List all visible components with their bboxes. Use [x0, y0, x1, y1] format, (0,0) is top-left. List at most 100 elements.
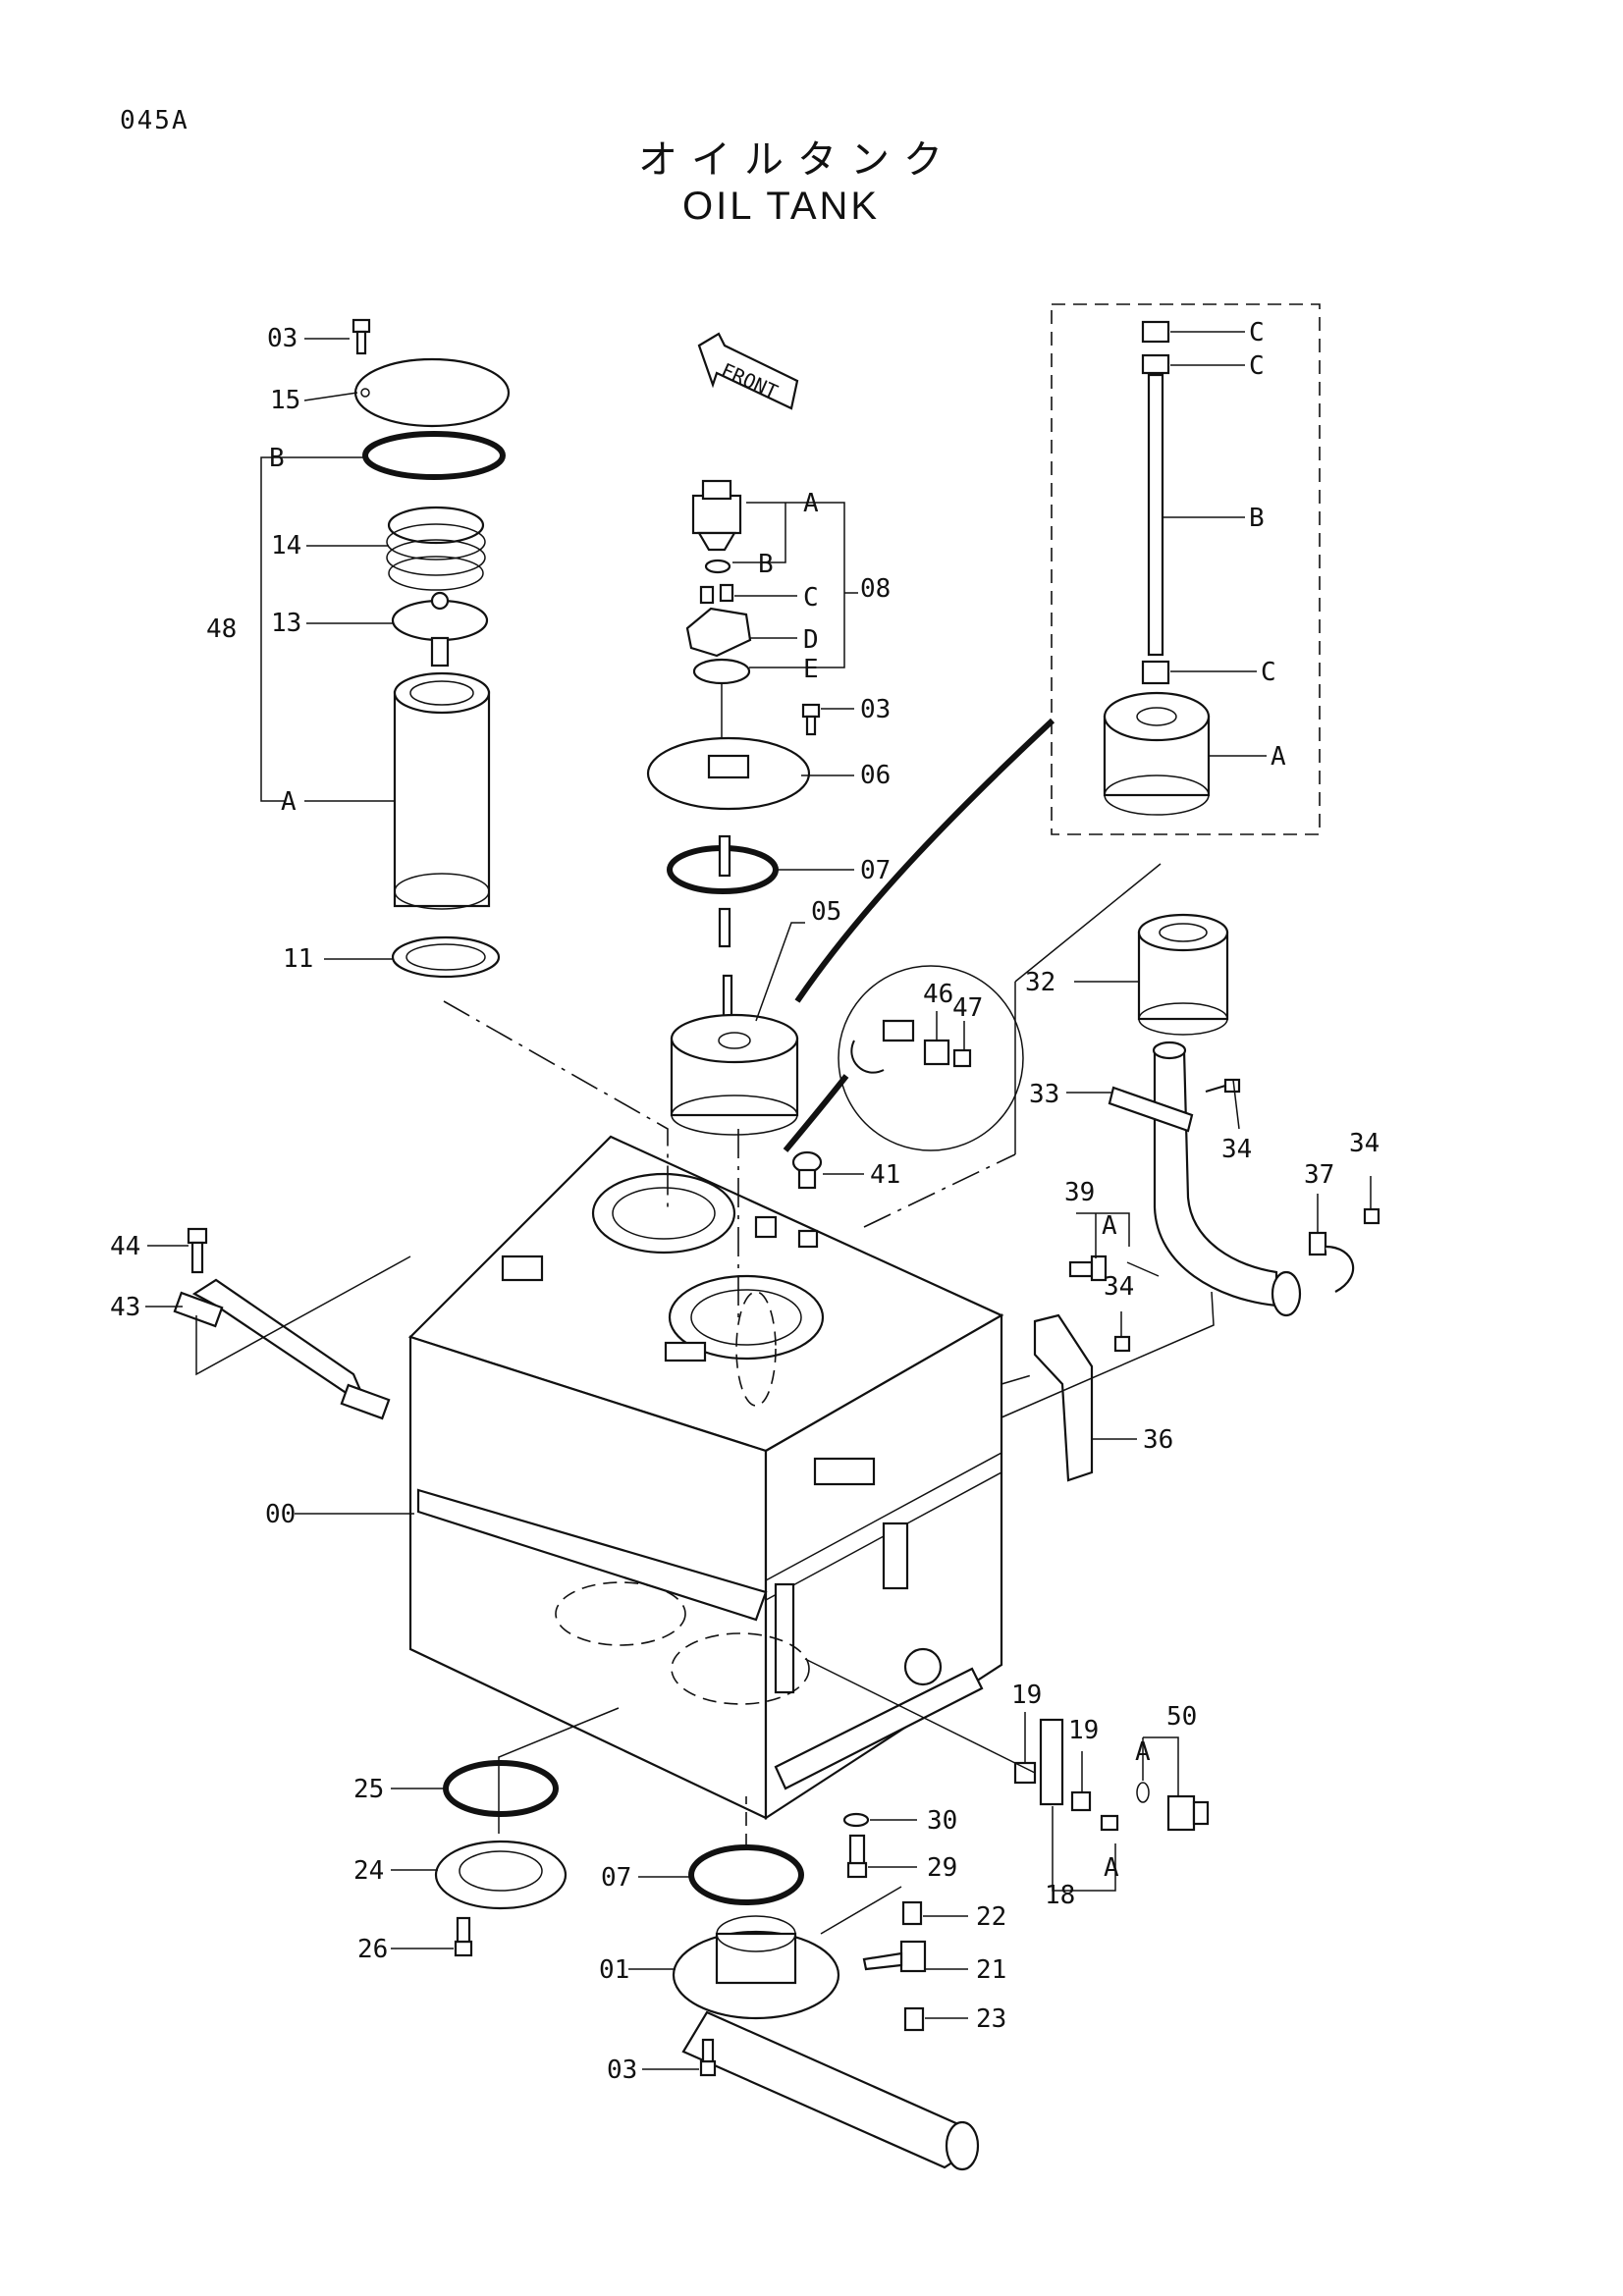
fitting-50-icon	[1166, 1794, 1210, 1832]
bolt-29-icon	[846, 1834, 868, 1879]
callout-08-d: D	[803, 625, 819, 655]
callout-48: 48	[206, 614, 238, 644]
suction-pipe-01-icon	[672, 1915, 980, 2171]
callout-21: 21	[976, 1955, 1007, 1985]
detail-link-curve	[794, 718, 1055, 1003]
title-english: OIL TANK	[682, 185, 881, 228]
o-ring-25-icon	[443, 1760, 559, 1817]
gauge-18-icon	[1039, 1718, 1064, 1806]
bolt-03-bottom-icon	[699, 2038, 717, 2077]
plug-23-icon	[903, 2006, 925, 2032]
callout-43: 43	[110, 1293, 141, 1322]
bolts-08c-icon	[699, 583, 734, 605]
callout-08-c: C	[803, 583, 819, 613]
callout-08: 08	[860, 574, 892, 604]
callout-14: 14	[271, 531, 302, 561]
tank-00-icon	[407, 1135, 1004, 1821]
bolt-26-icon	[454, 1916, 473, 1957]
callout-01: 01	[599, 1955, 630, 1985]
callout-03-bottom: 03	[607, 2056, 638, 2085]
plug-47-icon	[952, 1048, 972, 1068]
callout-07-top: 07	[860, 856, 892, 885]
callout-a-50: A	[1135, 1737, 1151, 1767]
callout-33: 33	[1029, 1080, 1060, 1109]
callout-11: 11	[283, 944, 314, 974]
plate-06-icon	[646, 736, 811, 811]
adapter-08d-icon	[685, 607, 752, 658]
callout-a-detail: A	[1271, 742, 1286, 772]
title-japanese: オイルタンク	[638, 137, 956, 183]
washer-30-icon	[842, 1812, 870, 1828]
callout-25: 25	[353, 1775, 385, 1804]
detail-box	[1051, 303, 1321, 835]
bolt-a-icon	[1100, 1814, 1119, 1832]
valve-21-icon	[862, 1940, 927, 1973]
nut-c2-icon	[1141, 353, 1170, 375]
callout-19-a: 19	[1011, 1681, 1043, 1710]
callout-46: 46	[923, 980, 954, 1009]
clamp-37-icon	[1308, 1231, 1355, 1293]
gasket-11-icon	[391, 935, 501, 979]
callout-19-b: 19	[1068, 1716, 1100, 1745]
page-code: 045A	[120, 106, 189, 135]
hose-32-icon	[1137, 913, 1229, 1036]
callout-03-center: 03	[860, 695, 892, 724]
callout-06: 06	[860, 761, 892, 790]
callout-c-3: C	[1261, 658, 1276, 687]
handle-43-icon	[173, 1278, 391, 1420]
callout-50: 50	[1166, 1702, 1198, 1732]
callout-c-2: C	[1249, 351, 1265, 381]
callout-22: 22	[976, 1902, 1007, 1932]
plug-41-icon	[791, 1150, 823, 1190]
cap-08a-icon	[691, 479, 742, 552]
o-ring-08b-icon	[704, 559, 731, 574]
callout-24: 24	[353, 1856, 385, 1886]
spring-14-icon	[386, 506, 486, 591]
callout-a-18: A	[1104, 1853, 1119, 1883]
callout-15: 15	[270, 386, 301, 415]
callout-b-rod: B	[1249, 504, 1265, 533]
callout-41: 41	[870, 1160, 901, 1190]
callout-29: 29	[927, 1853, 958, 1883]
elbow-39-icon	[1068, 1255, 1108, 1282]
callout-00: 00	[265, 1500, 297, 1529]
plug-19b-icon	[1070, 1790, 1092, 1812]
callout-a-39: A	[1102, 1211, 1117, 1241]
callout-08-b: B	[758, 550, 774, 579]
fitting-22-icon	[901, 1900, 923, 1926]
filter-a-detail-icon	[1103, 691, 1211, 816]
valve-13-icon	[391, 591, 489, 667]
bracket-48	[260, 456, 285, 802]
bolt-44-icon	[187, 1227, 208, 1274]
nut-c3-icon	[1141, 660, 1170, 685]
callout-34-a: 34	[1221, 1135, 1253, 1164]
callout-34-b: 34	[1349, 1129, 1380, 1158]
callout-44: 44	[110, 1232, 141, 1261]
callout-39: 39	[1064, 1178, 1096, 1207]
bracket-33-icon	[1108, 1086, 1194, 1133]
callout-18: 18	[1045, 1881, 1076, 1910]
fitting-46-icon	[923, 1039, 950, 1066]
callout-08-a: A	[803, 489, 819, 518]
callout-26: 26	[357, 1935, 389, 1964]
callout-07-bottom: 07	[601, 1863, 632, 1893]
callout-a: A	[281, 787, 297, 817]
nut-c1-icon	[1141, 320, 1170, 344]
callout-30: 30	[927, 1806, 958, 1836]
rod-b-icon	[1147, 373, 1164, 657]
flange-24-icon	[434, 1840, 568, 1910]
callout-c-1: C	[1249, 318, 1265, 347]
callout-23: 23	[976, 2004, 1007, 2034]
bolt-03-center-icon	[801, 703, 821, 736]
callout-b: B	[269, 444, 285, 473]
callout-34-c: 34	[1104, 1272, 1135, 1302]
bolt-34a-icon	[1205, 1078, 1241, 1094]
callout-13: 13	[271, 609, 302, 638]
callout-47: 47	[952, 993, 984, 1023]
callout-08-e: E	[803, 655, 819, 684]
callout-36: 36	[1143, 1425, 1174, 1455]
bolt-34b-icon	[1363, 1207, 1380, 1225]
detail-circle-46-47	[838, 965, 1024, 1151]
o-ring-b-icon	[362, 431, 506, 480]
